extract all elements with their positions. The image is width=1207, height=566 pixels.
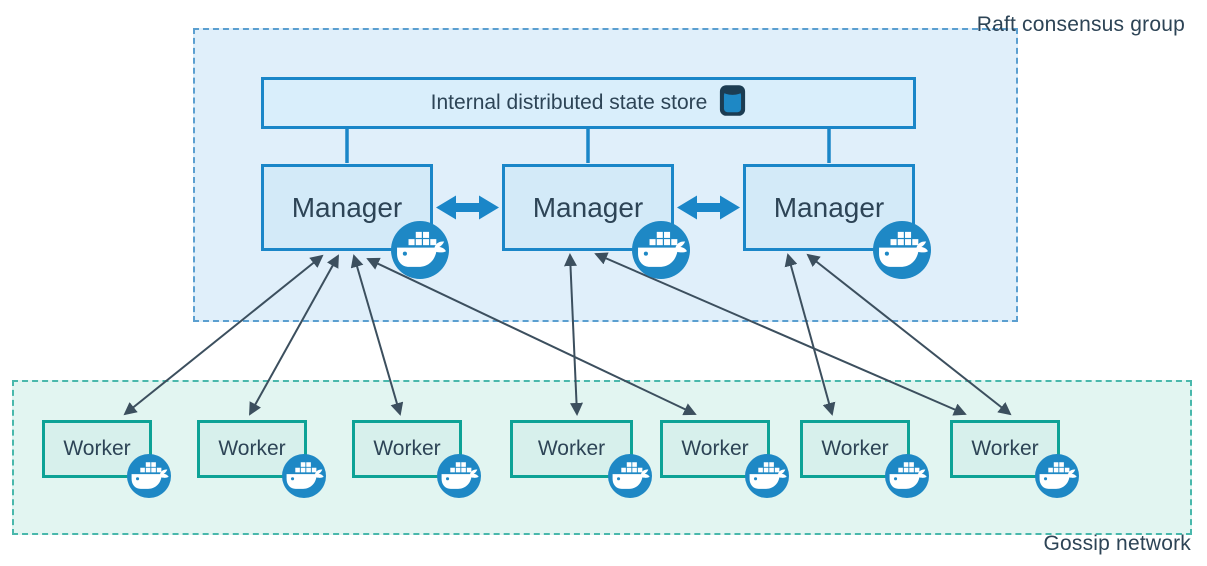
raft-group-label: Raft consensus group (976, 13, 1185, 36)
manager-label: Manager (291, 191, 403, 223)
manager-worker-arrow (350, 254, 404, 416)
docker-whale-icon (391, 221, 449, 279)
worker-label: Worker (373, 437, 441, 460)
docker-whale-icon (127, 454, 171, 498)
docker-whale-icon (608, 454, 652, 498)
docker-whale-icon (885, 454, 929, 498)
database-cylinder-icon (719, 84, 746, 123)
manager-peer-arrows (436, 195, 740, 220)
docker-whale-icon (282, 454, 326, 498)
docker-whale-icon (437, 454, 481, 498)
manager-worker-arrow (249, 254, 339, 416)
manager-worker-arrow (806, 253, 1012, 416)
docker-whale-icon (632, 221, 690, 279)
docker-whale-icon (1035, 454, 1079, 498)
manager-label: Manager (773, 191, 885, 223)
manager-worker-arrow (366, 257, 697, 416)
state-store-label: Internal distributed state store (430, 91, 708, 114)
manager-node: Manager (743, 164, 915, 251)
manager-label: Manager (532, 191, 644, 223)
docker-whale-icon (745, 454, 789, 498)
worker-node: Worker (800, 420, 910, 478)
worker-label: Worker (971, 437, 1039, 460)
manager-worker-arrow (563, 253, 584, 416)
docker-whale-icon (873, 221, 931, 279)
worker-label: Worker (821, 437, 889, 460)
gossip-network-label: Gossip network (1043, 532, 1191, 555)
worker-label: Worker (537, 437, 606, 460)
manager-worker-arrow (784, 253, 836, 416)
worker-label: Worker (681, 437, 749, 460)
state-store-box: Internal distributed state store (261, 77, 916, 129)
manager-worker-arrow (123, 254, 324, 416)
manager-peer-arrow (436, 195, 499, 220)
worker-label: Worker (63, 437, 131, 460)
manager-peer-arrow (677, 195, 740, 220)
manager-worker-arrows (123, 252, 1012, 416)
store-to-manager-links (345, 129, 831, 163)
worker-label: Worker (218, 437, 286, 460)
